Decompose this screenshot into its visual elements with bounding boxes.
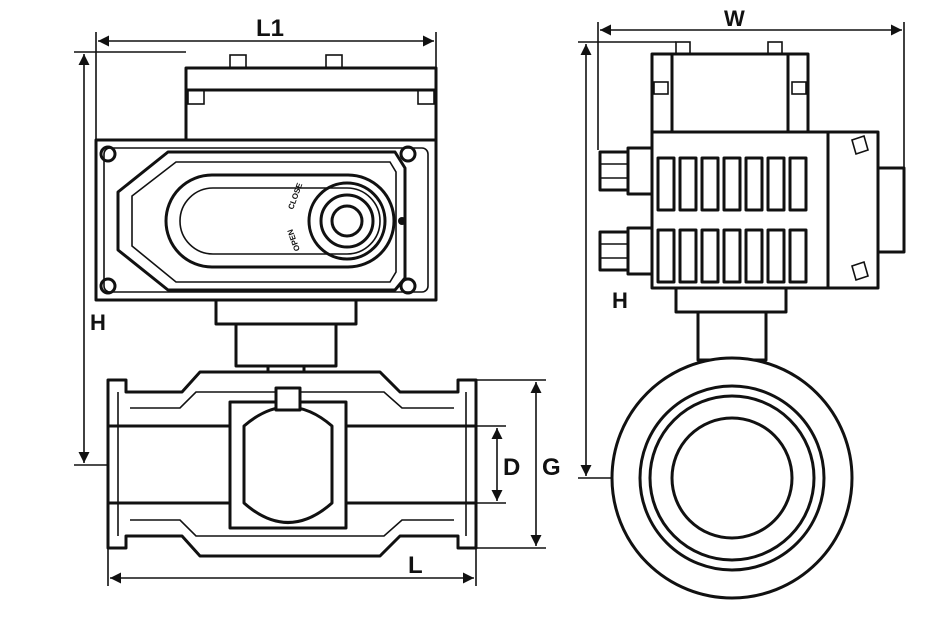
side-neck <box>674 286 788 362</box>
position-knob-icon <box>307 181 387 261</box>
valve-body <box>106 370 478 558</box>
dimension-w: W <box>597 6 905 168</box>
corner-screw-icon <box>399 145 417 163</box>
dim-label-g: G <box>542 454 561 481</box>
corner-screw-icon <box>99 277 117 295</box>
dimension-g: G <box>476 379 561 549</box>
dim-label-h-side: H <box>612 288 628 313</box>
cable-gland-icon <box>598 146 654 196</box>
side-housing <box>598 130 906 290</box>
dim-label-d: D <box>503 454 520 481</box>
cooling-fins <box>656 156 808 284</box>
dim-label-l: L <box>408 552 423 579</box>
dimension-l: L <box>107 548 477 586</box>
dim-label-w: W <box>724 6 745 31</box>
front-view: CLOSE OPEN <box>74 15 561 586</box>
dim-label-l1: L1 <box>256 15 284 42</box>
actuator-top-cover <box>184 54 438 142</box>
actuator-body: CLOSE OPEN <box>94 138 438 302</box>
dim-label-h-front: H <box>90 310 106 335</box>
pipe-end-view <box>610 356 854 600</box>
side-view: W H <box>578 6 906 600</box>
dimension-h-front: H <box>74 51 186 466</box>
dimension-d: D <box>476 425 520 504</box>
corner-screw-icon <box>399 277 417 295</box>
dimension-l1: L1 <box>95 15 437 140</box>
ball-icon <box>242 405 334 524</box>
dimension-h-side: H <box>578 41 676 479</box>
cable-gland-icon <box>598 226 654 276</box>
corner-screw-icon <box>99 145 117 163</box>
side-top-cover <box>650 41 810 134</box>
